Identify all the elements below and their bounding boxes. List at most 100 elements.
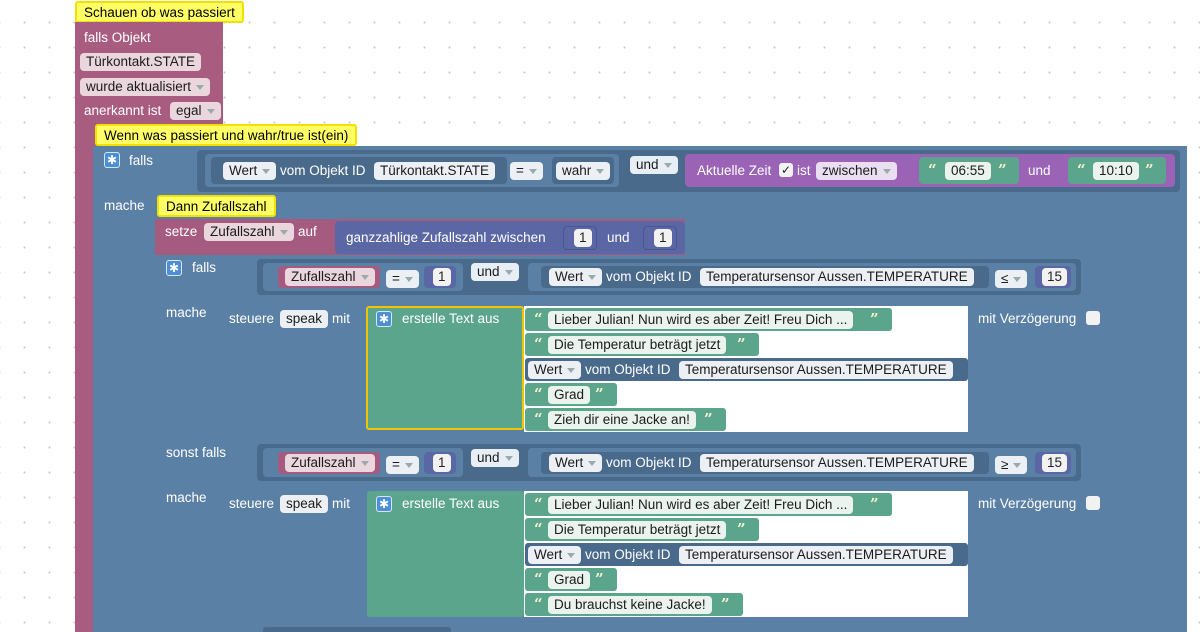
wert-dropdown-elseif[interactable]: Wert [549,454,603,472]
value-dropdown-door[interactable]: wahr [556,162,611,180]
elseif-mache-label: mache [166,490,207,505]
text-join-block-2[interactable] [367,491,524,617]
object-id-field-elseif[interactable]: Temperatursensor Aussen.TEMPERATURE [700,454,974,472]
quote-close-icon: ” [737,335,746,353]
random-min-field[interactable]: 1 [574,229,592,247]
und-dropdown-outer[interactable]: und [630,156,678,174]
vom-objekt-id-label-1-3: vom Objekt ID [585,362,671,377]
next-block-partial[interactable] [263,627,451,632]
random-int-label: ganzzahlige Zufallszahl zwischen [346,230,546,245]
trigger-ack-dropdown[interactable]: egal [170,102,221,120]
comment-random[interactable]: Dann Zufallszahl [157,195,276,217]
temp-operator-dropdown-if2[interactable]: ≤ [995,270,1028,288]
vom-objekt-id-label-door: vom Objekt ID [280,163,366,178]
time-from-field[interactable]: 06:55 [945,162,991,180]
quote-close-icon: ” [721,595,730,613]
quote-open-icon: “ [1077,161,1086,179]
set-variable-dropdown[interactable]: Zufallszahl [204,223,294,241]
steuere-label-2: steuere [229,496,275,511]
speak-target-field-1[interactable]: speak [280,310,329,328]
quote-close-icon: ” [1145,161,1154,179]
wert-dropdown-if2[interactable]: Wert [549,268,603,286]
text-field-1-4[interactable]: Grad [548,386,591,404]
temp-number-field-if2[interactable]: 15 [1042,268,1068,286]
if-outer-mache-label: mache [104,198,145,213]
steuere-label-1: steuere [229,311,275,326]
wert-dropdown-1-3[interactable]: Wert [528,361,582,379]
quote-close-icon: ” [704,410,713,428]
wert-dropdown-2-3[interactable]: Wert [528,546,582,564]
quote-close-icon: ” [870,310,879,328]
quote-open-icon: “ [534,520,543,538]
mit-label-1: mit [332,311,350,326]
object-id-field-1-3[interactable]: Temperatursensor Aussen.TEMPERATURE [679,361,953,379]
text-join-block-1[interactable] [366,306,524,430]
random-und-label: und [607,230,630,245]
var-dropdown-elseif[interactable]: Zufallszahl [285,454,375,472]
auf-label: auf [298,224,317,239]
vom-objekt-id-label-2-3: vom Objekt ID [585,547,671,562]
var-dropdown-if2[interactable]: Zufallszahl [285,268,375,286]
vom-objekt-id-label-if2: vom Objekt ID [606,269,692,284]
if-inner-falls-label: falls [192,260,217,275]
delay-checkbox-1[interactable] [1086,311,1100,325]
aktuelle-zeit-label: Aktuelle Zeit [697,163,772,178]
time-checkbox[interactable]: ✓ [779,163,793,177]
mit-label-2: mit [332,496,350,511]
trigger-anerkannt-label: anerkannt ist [84,103,162,118]
text-field-2-5[interactable]: Du brauchst keine Jacke! [548,596,712,614]
random-max-field[interactable]: 1 [654,229,672,247]
erstelle-text-label-2: erstelle Text aus [402,496,500,511]
comment-main[interactable]: Schauen ob was passiert [75,1,244,23]
setze-label: setze [165,224,198,239]
time-ist-label: ist [797,163,811,178]
gear-icon[interactable]: ✱ [376,496,392,512]
object-id-field-door[interactable]: Türkontakt.STATE [374,162,496,180]
temp-operator-dropdown-elseif[interactable]: ≥ [995,456,1028,474]
quote-open-icon: “ [534,595,543,613]
quote-close-icon: ” [870,495,879,513]
gear-icon[interactable]: ✱ [166,260,182,276]
time-to-field[interactable]: 10:10 [1093,162,1139,180]
quote-open-icon: “ [534,385,543,403]
trigger-falls-objekt-label: falls Objekt [84,30,151,45]
time-range-dropdown[interactable]: zwischen [816,162,897,180]
operator-dropdown-elseif[interactable]: = [386,456,419,474]
operator-dropdown-door[interactable]: = [510,162,543,180]
und-dropdown-if2[interactable]: und [471,263,519,281]
number-field-elseif[interactable]: 1 [433,454,451,472]
text-field-1-2[interactable]: Die Temperatur beträgt jetzt [548,336,727,354]
gear-icon[interactable]: ✱ [104,152,120,168]
trigger-object-id-field[interactable]: Türkontakt.STATE [80,53,202,71]
operator-dropdown-if2[interactable]: = [386,270,419,288]
mit-verzoegerung-label-2: mit Verzögerung [978,496,1077,511]
quote-open-icon: “ [534,410,543,428]
und-dropdown-elseif[interactable]: und [471,449,519,467]
erstelle-text-label-1: erstelle Text aus [402,311,500,326]
comment-inner-if[interactable]: Wenn was passiert und wahr/true ist(ein) [95,124,358,146]
sonst-falls-label: sonst falls [166,445,227,460]
vom-objekt-id-label-elseif: vom Objekt ID [606,455,692,470]
quote-open-icon: “ [534,335,543,353]
if-outer-falls-label: falls [129,153,154,168]
text-field-2-2[interactable]: Die Temperatur beträgt jetzt [548,521,727,539]
wert-dropdown-door[interactable]: Wert [223,162,277,180]
delay-checkbox-2[interactable] [1086,496,1100,510]
number-field-if2[interactable]: 1 [433,268,451,286]
quote-close-icon: ” [595,385,604,403]
text-field-1-1[interactable]: Lieber Julian! Nun wird es aber Zeit! Fr… [548,311,854,329]
text-field-1-5[interactable]: Zieh dir eine Jacke an! [548,411,696,429]
text-field-2-4[interactable]: Grad [548,571,591,589]
object-id-field-if2[interactable]: Temperatursensor Aussen.TEMPERATURE [700,268,974,286]
temp-number-field-elseif[interactable]: 15 [1042,454,1068,472]
trigger-event-dropdown[interactable]: wurde aktualisiert [80,78,211,96]
object-id-field-2-3[interactable]: Temperatursensor Aussen.TEMPERATURE [679,546,953,564]
quote-close-icon: ” [998,161,1007,179]
gear-icon[interactable]: ✱ [376,311,392,327]
speak-target-field-2[interactable]: speak [280,495,329,513]
quote-close-icon: ” [595,570,604,588]
random-int-block[interactable] [335,221,685,254]
quote-open-icon: “ [534,310,543,328]
text-field-2-1[interactable]: Lieber Julian! Nun wird es aber Zeit! Fr… [548,496,854,514]
quote-open-icon: “ [534,570,543,588]
